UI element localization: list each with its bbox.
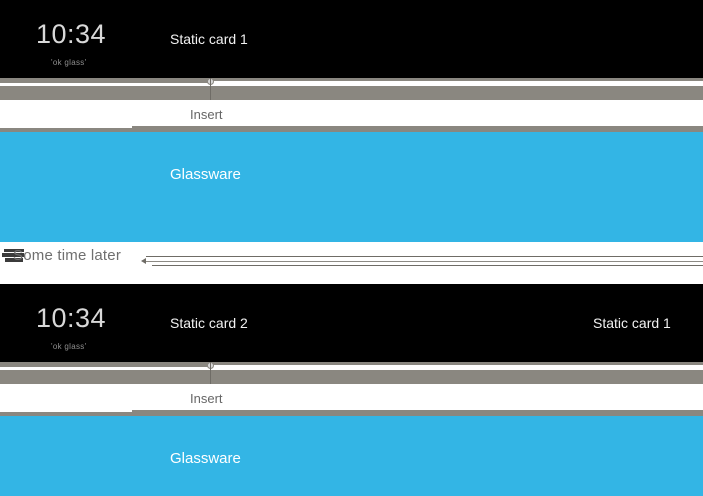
scrollbar-gap-right-1: [210, 81, 703, 84]
static-card-1-label: Static card 1: [170, 31, 248, 47]
glassware-block-2: Glassware: [0, 416, 703, 496]
glassware-label-2: Glassware: [170, 450, 241, 467]
scrollbar-track-upper-1[interactable]: [0, 78, 703, 83]
section-divider-notch-1: [0, 124, 132, 128]
glassware-block-1: Glassware: [0, 132, 703, 242]
static-card-2-label: Static card 2: [170, 315, 248, 331]
divider-rule-top: [146, 256, 703, 257]
section-divider-bar-1: [0, 126, 703, 132]
insert-action-row-1: Insert: [0, 100, 703, 126]
insert-label-1: Insert: [190, 107, 223, 122]
timeline-strip-1: 10:34 'ok glass' Static card 1: [0, 0, 703, 78]
divider-rule-mid: [146, 261, 703, 262]
insert-label-2: Insert: [190, 391, 223, 406]
scrollbar-track-upper-2[interactable]: [0, 362, 703, 367]
scrollbar-track-lower-1[interactable]: [0, 86, 703, 100]
timeline-strip-2: 10:34 'ok glass' Static card 2 Static ca…: [0, 284, 703, 362]
insert-action-row-2: Insert: [0, 384, 703, 410]
divider-rule-bottom: [152, 265, 703, 266]
glassware-label-1: Glassware: [170, 166, 241, 183]
scrollbar-gap-left-1: [0, 83, 210, 86]
glass-clock-2: 10:34: [36, 303, 107, 333]
ok-glass-hint-2: 'ok glass': [51, 342, 87, 351]
scrollbar-gap-left-2: [0, 367, 210, 370]
glass-clock-1: 10:34: [36, 19, 107, 49]
scrollbar-track-lower-2[interactable]: [0, 370, 703, 384]
section-divider-notch-2: [0, 408, 132, 412]
ok-glass-hint-1: 'ok glass': [51, 58, 87, 67]
static-card-1-label-row2: Static card 1: [593, 315, 671, 331]
scrollbar-gap-right-2: [210, 365, 703, 368]
divider-arrowhead-icon: [141, 258, 146, 264]
section-divider-bar-2: [0, 410, 703, 416]
stack-icon: [2, 249, 24, 262]
some-time-later-divider: [0, 242, 703, 284]
some-time-later-label: Some time later: [13, 247, 122, 264]
